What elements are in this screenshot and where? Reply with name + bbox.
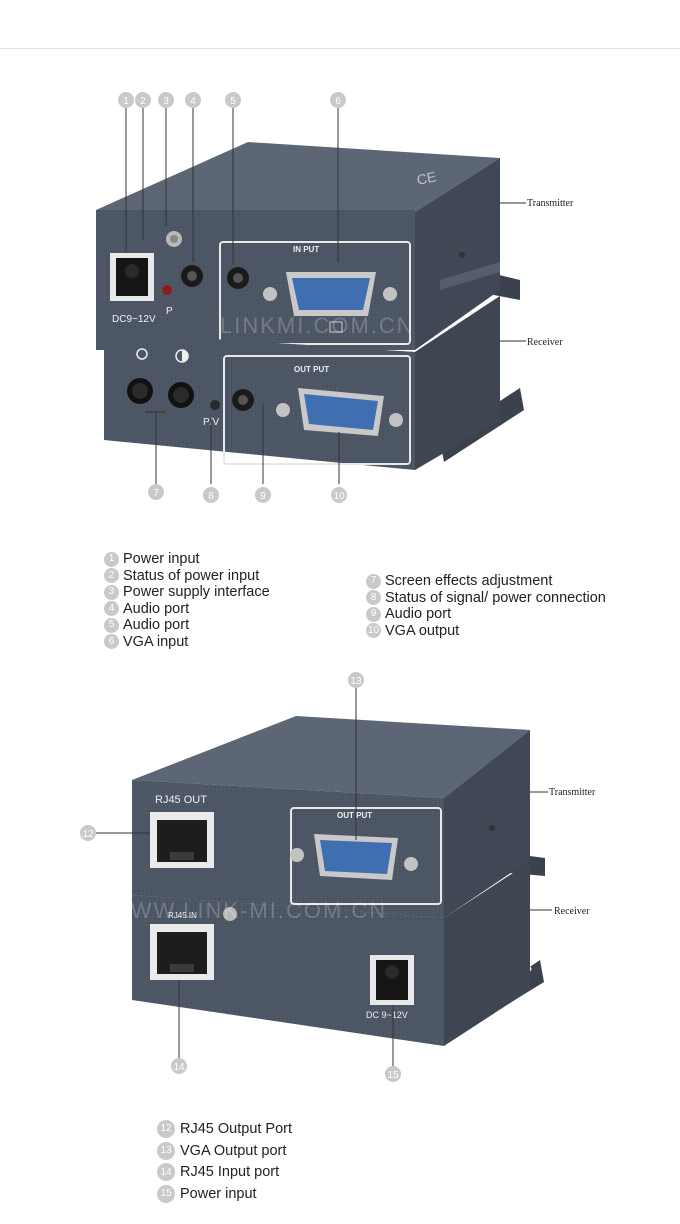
watermark-2: WWW.LINK-MI.COM.CN <box>108 898 387 923</box>
callouts-fig2 <box>80 672 401 1082</box>
legend-number: 9 <box>366 606 381 622</box>
figure-2-device-back <box>132 716 545 1046</box>
legend-number: 5 <box>104 617 119 633</box>
leader-lines-2 <box>96 688 552 1066</box>
legend-number: 8 <box>366 590 381 606</box>
callout-10-num: 10 <box>333 491 345 502</box>
dc-label: DC9~12V <box>112 314 156 325</box>
callouts-fig1 <box>118 92 347 503</box>
callout-2 <box>135 92 151 108</box>
legend-label: RJ45 Output Port <box>180 1120 293 1137</box>
legend-label: Audio port <box>123 600 190 617</box>
legend-label: Status of signal/ power connection <box>385 589 606 606</box>
dc-label-2: DC 9~12V <box>366 1010 408 1020</box>
legend-number: 14 <box>157 1163 175 1182</box>
callout-3-num: 3 <box>163 96 169 107</box>
callout-6-num: 6 <box>335 96 341 107</box>
callout-8-num: 8 <box>208 491 214 502</box>
legend-item: 15 Power input <box>157 1183 292 1205</box>
receiver-box <box>104 296 500 470</box>
transmitter-label-2: Transmitter <box>549 787 596 798</box>
callout-12-num: 12 <box>82 829 94 840</box>
legend-label: RJ45 Input port <box>180 1164 280 1181</box>
callout-1 <box>118 92 134 108</box>
leader-lines <box>125 108 526 484</box>
top-divider <box>0 48 680 49</box>
callout-4 <box>185 92 201 108</box>
callout-2-num: 2 <box>140 96 146 107</box>
legend-number: 6 <box>104 634 119 650</box>
output-label-2: OUT PUT <box>337 811 372 820</box>
callout-8 <box>203 487 219 503</box>
transmitter-box <box>96 142 500 350</box>
callout-13-num: 13 <box>350 676 362 687</box>
legend-bottom: 12 RJ45 Output Port 13 VGA Output port 14 R… <box>157 1118 292 1205</box>
legend-number: 3 <box>104 584 119 600</box>
callout-5-num: 5 <box>230 96 236 107</box>
legend-number: 12 <box>157 1119 175 1138</box>
callout-14-num: 14 <box>173 1062 185 1073</box>
output-label: OUT PUT <box>294 365 329 374</box>
legend-label: Power input <box>123 551 200 567</box>
callout-9-num: 9 <box>260 491 266 502</box>
callout-7 <box>148 484 164 500</box>
legend-label: Power supply interface <box>123 584 270 600</box>
callout-1-num: 1 <box>123 96 129 107</box>
legend-number: 4 <box>104 601 119 617</box>
callout-4-num: 4 <box>190 96 196 107</box>
legend-number: 1 <box>104 551 119 567</box>
legend-number: 7 <box>366 573 381 589</box>
rj45-in-label: RJ45 IN <box>168 911 197 920</box>
callout-10 <box>331 487 347 503</box>
legend-label: Audio port <box>123 617 190 633</box>
callout-13 <box>348 672 364 688</box>
callout-3 <box>158 92 174 108</box>
callout-6 <box>330 92 346 108</box>
callout-5 <box>225 92 241 108</box>
callout-14 <box>171 1058 187 1074</box>
legend-label: Status of power input <box>123 567 260 584</box>
rj45-out-label: RJ45 OUT <box>155 794 207 806</box>
legend-label: Screen effects adjustment <box>385 573 553 589</box>
legend-label: Power input <box>180 1185 257 1202</box>
legend-number: 13 <box>157 1141 175 1160</box>
ce-mark: CE <box>415 168 437 188</box>
legend-item: 13 VGA Output port <box>157 1140 292 1162</box>
callout-7-num: 7 <box>153 488 159 499</box>
legend-label: Audio port <box>385 606 452 622</box>
legend-number: 2 <box>104 568 119 584</box>
legend-item: 12 RJ45 Output Port <box>157 1118 292 1140</box>
callout-12 <box>80 825 96 841</box>
receiver-label: Receiver <box>527 337 563 348</box>
legend-item: 14 RJ45 Input port <box>157 1161 292 1183</box>
callout-15-num: 15 <box>387 1070 399 1081</box>
legend-number: 15 <box>157 1184 175 1203</box>
watermark: LINKMI.COM.CN <box>220 313 415 338</box>
legend-label: VGA Output port <box>180 1142 287 1159</box>
input-label: IN PUT <box>293 245 319 254</box>
callout-9 <box>255 487 271 503</box>
legend-label: VGA input <box>123 633 189 650</box>
legend-label: VGA output <box>385 622 460 639</box>
p-label: P <box>166 306 173 317</box>
transmitter-label: Transmitter <box>527 198 574 209</box>
legend-number: 10 <box>366 623 381 639</box>
callout-15 <box>385 1066 401 1082</box>
receiver-label-2: Receiver <box>554 906 590 917</box>
